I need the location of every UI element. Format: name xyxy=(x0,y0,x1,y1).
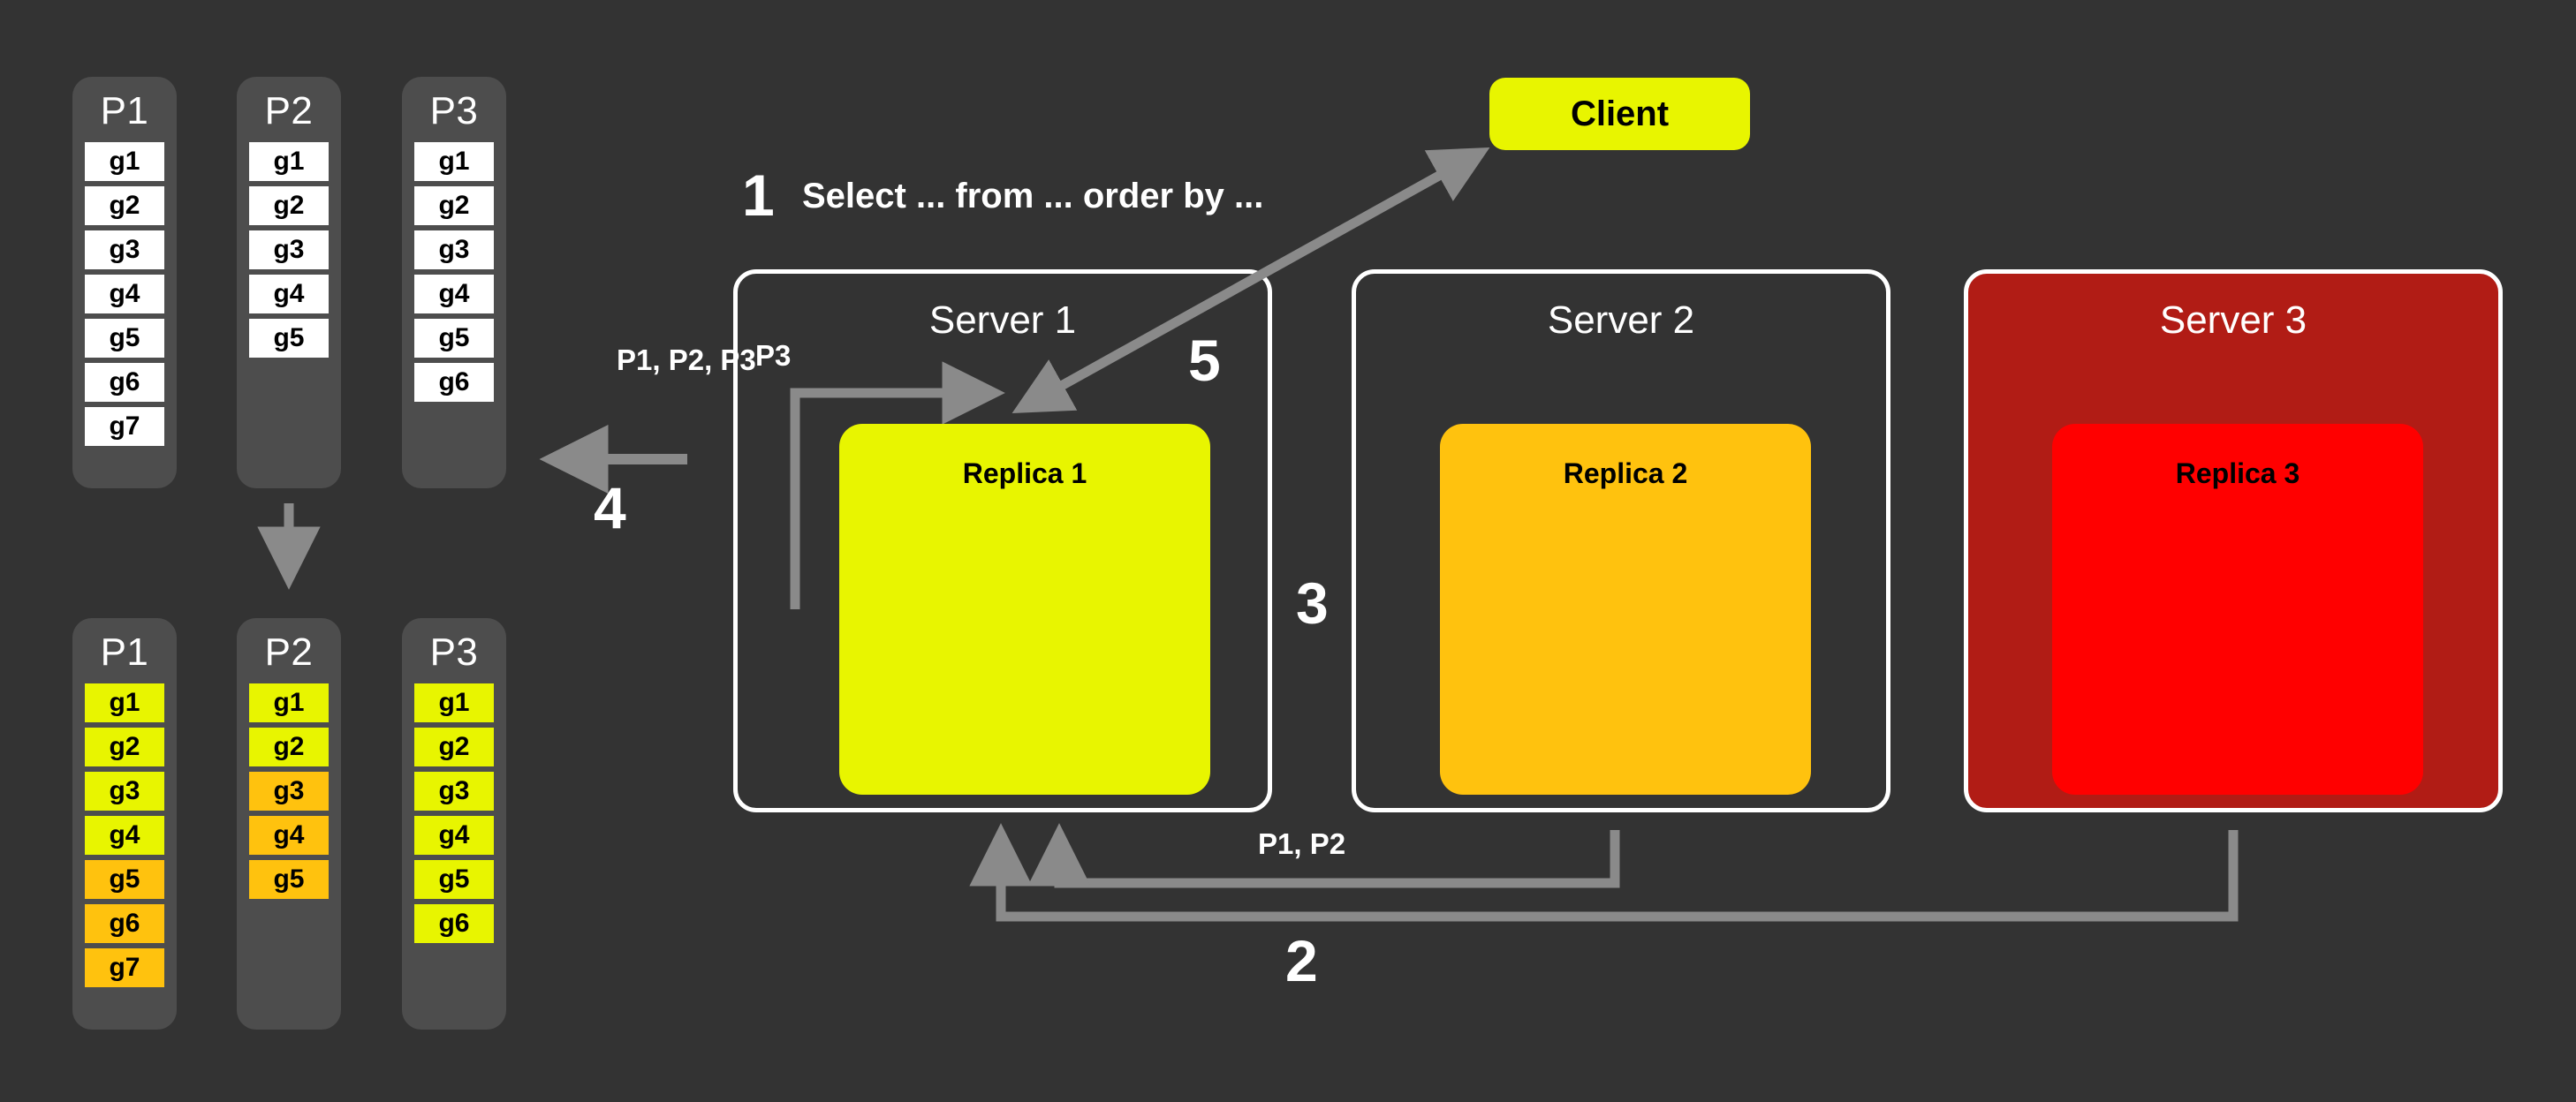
partition-cell: g1 xyxy=(249,142,329,181)
partition-cell: g3 xyxy=(85,230,164,269)
partition-title: P3 xyxy=(429,630,479,674)
partition-cell: g1 xyxy=(249,683,329,722)
partition-column-top-p1: P1 g1 g2 g3 g4 g5 g6 g7 xyxy=(72,77,177,488)
partition-cell: g2 xyxy=(85,186,164,225)
partition-column-bottom-p2: P2 g1 g2 g3 g4 g5 xyxy=(237,618,341,1030)
partition-cell: g4 xyxy=(414,275,494,313)
label-fetched-partitions: P1, P2 xyxy=(1258,827,1346,860)
partition-cell: g4 xyxy=(85,275,164,313)
partition-column-bottom-p1: P1 g1 g2 g3 g4 g5 g6 g7 xyxy=(72,618,177,1030)
partition-cell: g6 xyxy=(414,904,494,943)
partition-cell: g2 xyxy=(414,186,494,225)
partition-cell: g6 xyxy=(85,904,164,943)
step-1-number: 1 xyxy=(742,162,775,228)
partition-cell: g2 xyxy=(249,728,329,766)
replica-label: Replica 3 xyxy=(2175,457,2300,489)
partition-cell: g6 xyxy=(85,363,164,402)
partition-cell: g5 xyxy=(414,860,494,899)
partition-cell: g3 xyxy=(414,230,494,269)
step-5-number: 5 xyxy=(1188,328,1221,393)
partition-column-top-p2: P2 g1 g2 g3 g4 g5 xyxy=(237,77,341,488)
partition-cells: g1 g2 g3 g4 g5 xyxy=(249,142,329,363)
partition-cell: g4 xyxy=(414,816,494,855)
partition-cells: g1 g2 g3 g4 g5 xyxy=(249,683,329,904)
step-4-number: 4 xyxy=(594,475,626,540)
client-node[interactable]: Client xyxy=(1489,78,1750,150)
partition-column-top-p3: P3 g1 g2 g3 g4 g5 g6 xyxy=(402,77,506,488)
step-1-query-text: Select ... from ... order by ... xyxy=(802,177,1264,215)
partition-cell: g5 xyxy=(85,319,164,358)
partition-title: P3 xyxy=(429,89,479,132)
label-merge-output-partitions: P1, P2, P3 xyxy=(617,343,756,376)
server-2-box[interactable]: Server 2 Replica 2 xyxy=(1352,269,1890,812)
replica-3-box[interactable]: Replica 3 xyxy=(2052,424,2423,795)
replica-1-box[interactable]: Replica 1 xyxy=(839,424,1210,795)
partition-cells: g1 g2 g3 g4 g5 g6 g7 xyxy=(85,683,164,993)
server-3-box[interactable]: Server 3 Replica 3 xyxy=(1964,269,2503,812)
replica-label: Replica 2 xyxy=(1563,457,1688,489)
partition-title: P2 xyxy=(264,630,314,674)
partition-cell: g7 xyxy=(85,407,164,446)
partition-cell: g7 xyxy=(85,948,164,987)
step-3-number: 3 xyxy=(1296,570,1329,636)
partition-cell: g5 xyxy=(85,860,164,899)
partition-cell: g4 xyxy=(85,816,164,855)
partition-cell: g3 xyxy=(249,772,329,811)
partition-cell: g3 xyxy=(85,772,164,811)
server-1-box[interactable]: Server 1 Replica 1 xyxy=(733,269,1272,812)
partition-title: P1 xyxy=(100,630,149,674)
partition-cells: g1 g2 g3 g4 g5 g6 g7 xyxy=(85,142,164,451)
partition-cell: g2 xyxy=(85,728,164,766)
partition-cells: g1 g2 g3 g4 g5 g6 xyxy=(414,142,494,407)
partition-cell: g2 xyxy=(249,186,329,225)
label-local-partition-p3: P3 xyxy=(755,339,792,372)
partition-cell: g6 xyxy=(414,363,494,402)
partition-cell: g2 xyxy=(414,728,494,766)
replica-2-box[interactable]: Replica 2 xyxy=(1440,424,1811,795)
partition-cell: g4 xyxy=(249,816,329,855)
partition-cell: g3 xyxy=(249,230,329,269)
server-title: Server 2 xyxy=(1547,298,1695,342)
partition-cell: g1 xyxy=(414,142,494,181)
partition-cell: g1 xyxy=(85,142,164,181)
partition-cell: g4 xyxy=(249,275,329,313)
partition-cells: g1 g2 g3 g4 g5 g6 xyxy=(414,683,494,948)
step-2-number: 2 xyxy=(1285,928,1318,993)
client-label: Client xyxy=(1570,94,1670,133)
partition-cell: g5 xyxy=(249,860,329,899)
partition-cell: g3 xyxy=(414,772,494,811)
partition-column-bottom-p3: P3 g1 g2 g3 g4 g5 g6 xyxy=(402,618,506,1030)
replica-label: Replica 1 xyxy=(962,457,1087,489)
partition-cell: g1 xyxy=(85,683,164,722)
partition-cell: g1 xyxy=(414,683,494,722)
partition-title: P2 xyxy=(264,89,314,132)
partition-cell: g5 xyxy=(249,319,329,358)
partition-title: P1 xyxy=(100,89,149,132)
partition-cell: g5 xyxy=(414,319,494,358)
arrow-fetch-from-server3 xyxy=(969,823,2239,922)
server-title: Server 3 xyxy=(2159,298,2307,342)
